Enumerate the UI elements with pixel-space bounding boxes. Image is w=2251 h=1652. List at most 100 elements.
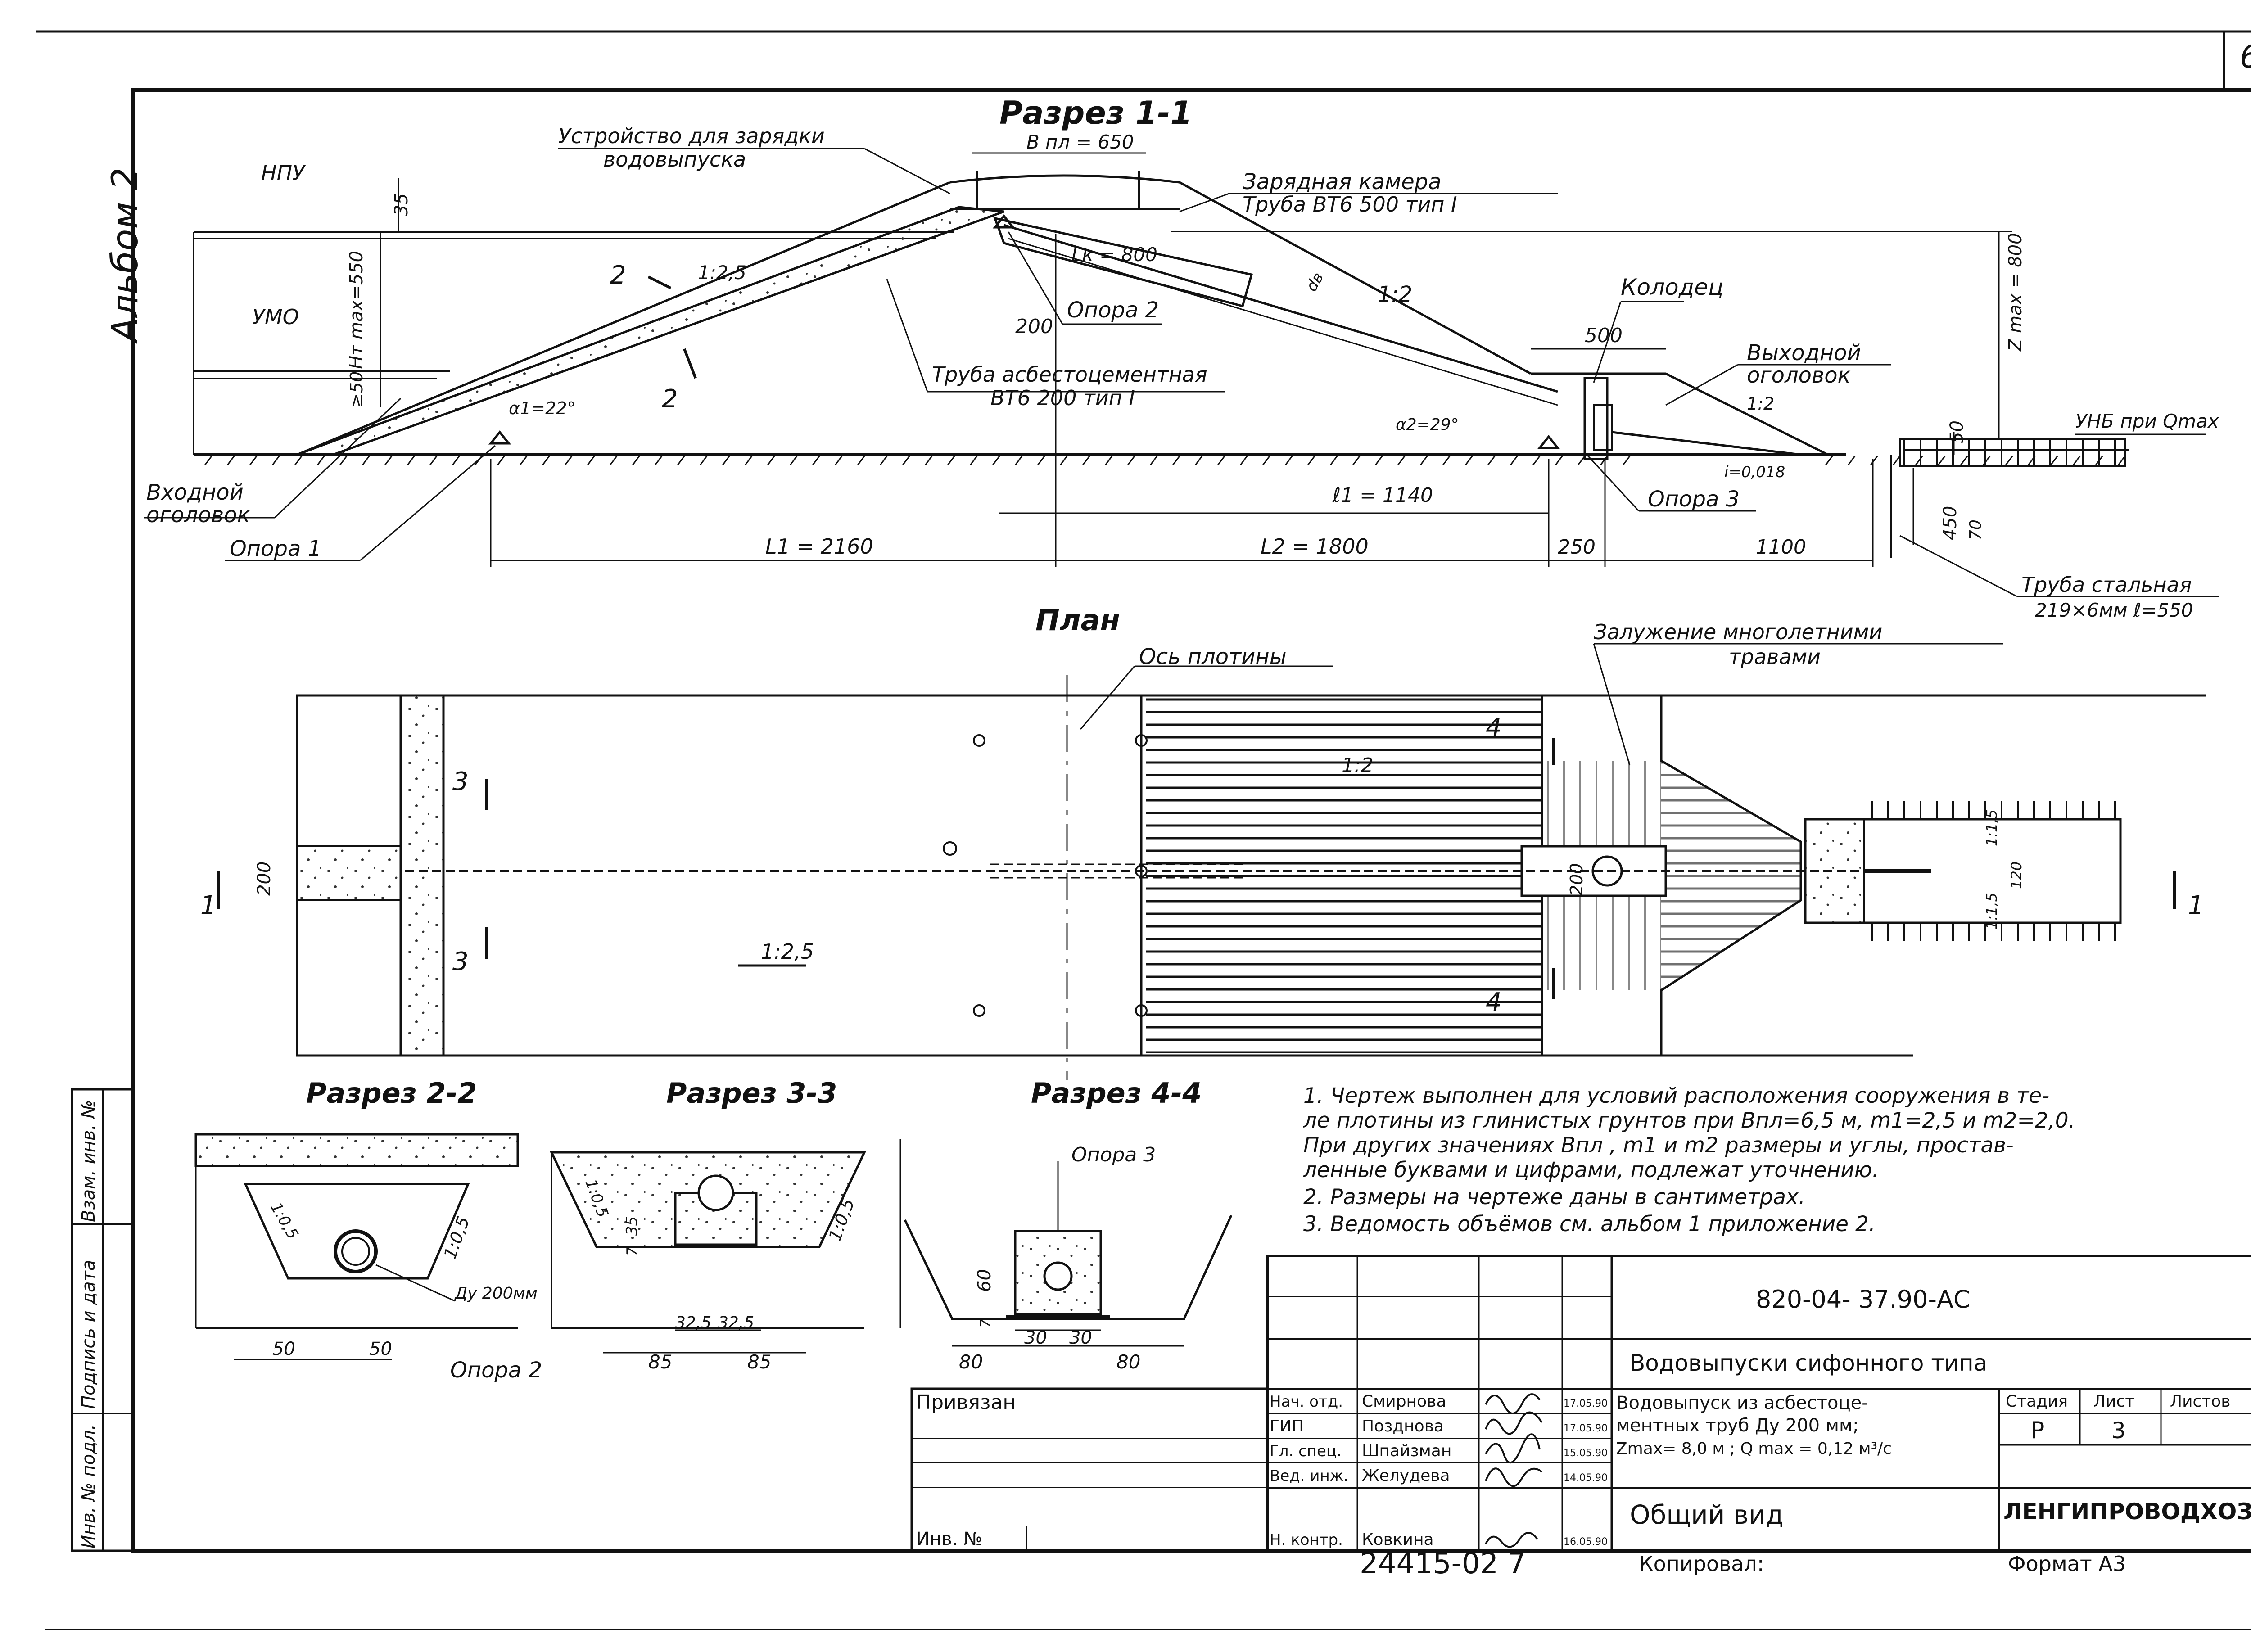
s22-slope-left: 1:0,5 — [267, 1200, 302, 1242]
section-4-4-drawing — [899, 1139, 1233, 1347]
description-line-1: Водовыпуск из асбестоце- — [1616, 1393, 1868, 1413]
s22-support-2: Опора 2 — [450, 1358, 542, 1383]
s22-dim-50-right: 50 — [369, 1339, 392, 1359]
npu-label: НПУ — [261, 161, 306, 185]
df-label: dв — [1302, 269, 1327, 294]
dim-50-outlet: 50 — [1947, 420, 1967, 443]
s44-dim-7: 7 — [977, 1318, 994, 1328]
sheet-value: 3 — [2111, 1417, 2126, 1444]
signature-3 — [1485, 1433, 1541, 1464]
side-stamp — [71, 1088, 134, 1552]
plan-drawing — [217, 643, 2206, 1080]
signature-1 — [1485, 1393, 1541, 1414]
side-stamp-inv-podl: Инв. № подл. — [78, 1424, 99, 1548]
plan-dim-200-well: 200 — [1567, 863, 1587, 896]
slope-1-2-label: 1:2 — [1378, 282, 1412, 307]
section-3-3-drawing — [550, 1151, 866, 1354]
cut-4-lower: 4 — [1486, 988, 1502, 1017]
cut-4-upper: 4 — [1486, 713, 1502, 742]
cut-1-right: 1 — [2188, 891, 2204, 920]
general-notes: 1. Чертеж выполнен для условий расположе… — [1303, 1083, 2075, 1237]
well-label: Колодец — [1621, 274, 1723, 300]
signature-5 — [1485, 1532, 1538, 1548]
charging-chamber-label: Зарядная камера — [1243, 169, 1442, 194]
umo-label: УМО — [252, 305, 299, 329]
privyazan-label: Привязан — [916, 1391, 1016, 1414]
cut-3-upper: 3 — [452, 767, 469, 796]
cut-2-upper: 2 — [610, 261, 626, 290]
format-label: Формат А3 — [2008, 1552, 2126, 1576]
plan-dim-1-1-5-lower: 1:1,5 — [1983, 893, 2000, 930]
charging-device-label-2: водовыпуска — [603, 147, 746, 172]
s44-dim-80-left: 80 — [959, 1351, 983, 1373]
s44-dim-30-left: 30 — [1024, 1327, 1047, 1348]
note-line-5: 2. Размеры на чертеже даны в сантиметрах… — [1303, 1185, 1805, 1210]
dim-35: 35 — [391, 193, 412, 216]
sheets-label: Листов — [2170, 1392, 2230, 1411]
s33-dim-35: 35 — [623, 1216, 641, 1236]
page-number: 6 — [2240, 38, 2251, 75]
charging-device-label-1: Устройство для зарядки — [558, 124, 825, 148]
s22-dim-50-left: 50 — [272, 1339, 295, 1359]
dam-axis-label: Ось плотины — [1139, 644, 1287, 669]
section-2-2-labels: Разрез 2-2 1:0,5 1:0,5 Ду 200мм 50 50 Оп… — [267, 1077, 542, 1383]
s22-pipe-label: Ду 200мм — [454, 1284, 538, 1303]
series-title: Водовыпуски сифонного типа — [1630, 1350, 1987, 1376]
slope-1-2-5-label: 1:2,5 — [698, 262, 746, 284]
alpha-2-label: α2=29° — [1396, 415, 1459, 434]
crest-width-label: В пл = 650 — [1026, 131, 1134, 153]
dim-200-section: 200 — [1015, 315, 1053, 338]
grassing-label-1: Залужение многолетними — [1594, 620, 1882, 644]
support-1-label: Опора 1 — [230, 536, 321, 561]
z-max-label: Z max = 800 — [2005, 233, 2026, 352]
cut-2-lower: 2 — [662, 384, 678, 414]
section-3-3-labels: Разрез 3-3 1:0,5 1:0,5 35 7 32,5 32,5 85… — [582, 1077, 859, 1373]
dim-50-water: ≥50 — [347, 371, 366, 407]
s44-dim-30-right: 30 — [1069, 1327, 1092, 1348]
person-role-5: Н. контр. — [1270, 1531, 1343, 1549]
stage-label: Стадия — [2006, 1392, 2068, 1411]
alpha-1-label: α1=22° — [509, 398, 575, 418]
person-name-2: Позднова — [1362, 1417, 1444, 1435]
cut-3-lower: 3 — [452, 947, 469, 976]
sheet-label: Лист — [2093, 1392, 2134, 1411]
plan-dim-120: 120 — [2008, 862, 2025, 889]
album-label: Альбом 2 — [104, 167, 146, 344]
note-line-1: 1. Чертеж выполнен для условий расположе… — [1303, 1083, 2049, 1108]
inlet-head-label-2: оголовок — [146, 502, 250, 528]
copied-label: Копировал: — [1639, 1552, 1764, 1576]
plan-labels: План Ось плотины Залужение многолетними … — [200, 604, 2204, 1017]
organization: ЛЕНГИПРОВОДХОЗ — [2003, 1499, 2251, 1525]
person-name-5: Ковкина — [1362, 1530, 1434, 1549]
stage-value: Р — [2030, 1417, 2044, 1444]
slope-1-2-outlet-label: 1:2 — [1747, 394, 1774, 414]
grassing-label-2: травами — [1729, 645, 1821, 669]
s44-support-3: Опора 3 — [1071, 1143, 1156, 1166]
person-role-1: Нач. отд. — [1270, 1393, 1343, 1411]
person-role-3: Гл. спец. — [1270, 1442, 1342, 1460]
ht-max-label: Hт max=550 — [346, 251, 367, 369]
s33-dim-85-right: 85 — [747, 1351, 771, 1373]
plan-title: План — [1035, 604, 1120, 637]
description-line-3: Zmax= 8,0 м ; Q max = 0,12 м³/с — [1616, 1440, 1892, 1458]
plan-slope-1-2: 1:2 — [1342, 754, 1374, 777]
person-role-4: Вед. инж. — [1270, 1467, 1348, 1485]
side-stamp-podpis-data: Подпись и дата — [78, 1260, 99, 1409]
note-line-6: 3. Ведомость объёмов см. альбом 1 прилож… — [1303, 1212, 1876, 1237]
s44-dim-60: 60 — [974, 1269, 995, 1292]
document-code: 820-04- 37.90-АС — [1756, 1285, 1971, 1313]
side-stamp-vzam-inv: Взам. инв. № — [78, 1100, 99, 1222]
person-date-2: 17.05.90 — [1564, 1423, 1608, 1434]
description-line-2: ментных труб Ду 200 мм; — [1616, 1415, 1859, 1436]
section-2-2-title: Разрез 2-2 — [306, 1077, 477, 1110]
section-2-2-drawing — [194, 1133, 519, 1360]
person-date-3: 15.05.90 — [1564, 1448, 1608, 1459]
L2-label: L2 = 1800 — [1261, 534, 1369, 559]
person-date-5: 16.05.90 — [1564, 1536, 1608, 1548]
slope-i-label: i=0,018 — [1724, 463, 1785, 481]
support-2-label: Опора 2 — [1067, 298, 1159, 323]
asbestos-pipe-label-2: ВТ6 200 тип I — [990, 386, 1135, 410]
plan-dim-1-1-5-upper: 1:1,5 — [1983, 809, 2000, 846]
section-4-4-title: Разрез 4-4 — [1031, 1077, 1202, 1110]
